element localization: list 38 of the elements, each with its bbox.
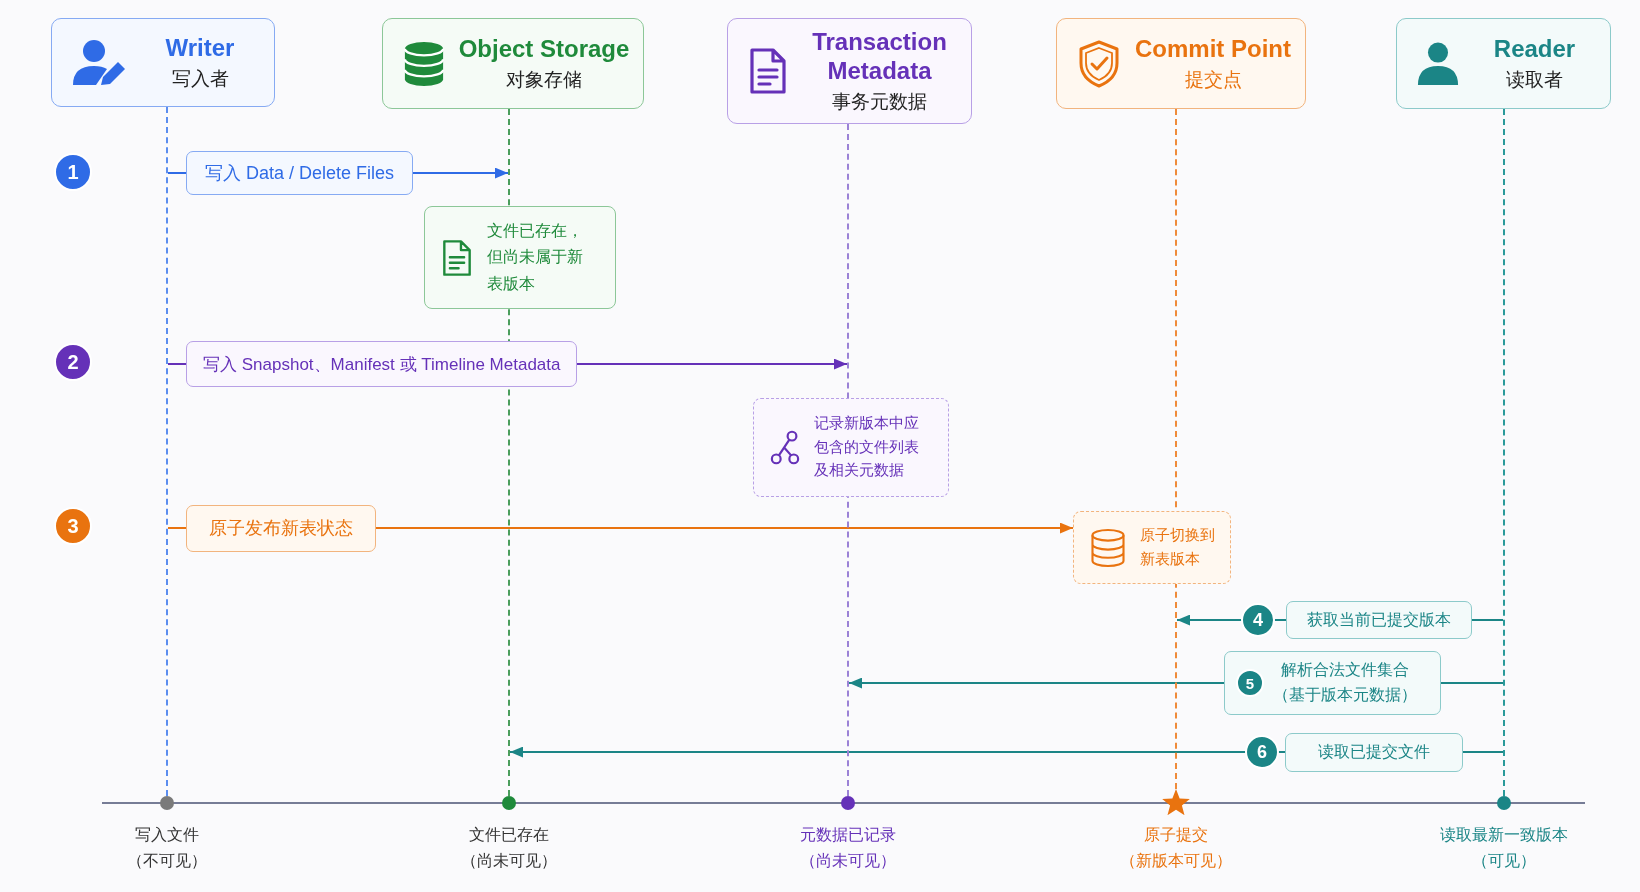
milestone-caption: 文件已存在 （尚未可见）	[461, 825, 557, 871]
participant-subtitle: 对象存储	[506, 67, 582, 92]
milestone-caption: 元数据已记录 （尚未可见）	[800, 825, 896, 871]
milestone-caption: 读取最新一致版本 （可见）	[1440, 825, 1568, 871]
edge-label: 写入 Data / Delete Files	[186, 151, 414, 195]
milestone-caption: 写入文件 （不可见）	[127, 825, 207, 871]
note-text: 原子切换到新表版本	[1140, 525, 1216, 569]
participant-title: Object Storage	[458, 33, 630, 63]
participant-subtitle: 写入者	[171, 66, 229, 91]
participant-box	[1396, 18, 1611, 109]
participant-box	[382, 18, 644, 109]
note-text: 记录新版本中应包含的文件列表及相关元数据	[814, 413, 920, 481]
participant-box	[727, 18, 972, 124]
participant-subtitle: 提交点	[1184, 67, 1242, 92]
note-box	[1073, 511, 1231, 584]
step-number: 2	[54, 343, 92, 381]
edge-label: 读取已提交文件	[1285, 732, 1463, 772]
lifeline	[1503, 109, 1505, 796]
edge-label: 原子发布新表状态	[186, 504, 376, 552]
note-box	[424, 206, 616, 309]
lifeline	[166, 107, 168, 796]
note-text: 文件已存在，但尚未属于新表版本	[487, 220, 584, 294]
edge-label: 获取当前已提交版本	[1286, 601, 1472, 639]
step-number: 4	[1241, 603, 1275, 637]
participant-title: Writer	[165, 32, 235, 62]
milestone-caption: 原子提交 （新版本可见）	[1120, 825, 1232, 871]
participant-box	[1056, 18, 1306, 109]
step-number: 3	[54, 507, 92, 545]
participant-subtitle: 读取者	[1506, 67, 1563, 92]
participant-box	[51, 18, 275, 107]
step-number: 1	[54, 153, 92, 191]
participant-title: Commit Point	[1135, 33, 1291, 63]
participant-title: Reader	[1493, 33, 1576, 63]
step-number: 6	[1245, 735, 1279, 769]
note-box	[753, 398, 949, 497]
participant-subtitle: 事务元数据	[832, 89, 927, 114]
edge-label: 写入 Snapshot、Manifest 或 Timeline Metadata	[186, 341, 578, 387]
participant-title: Transaction Metadata	[811, 26, 948, 85]
